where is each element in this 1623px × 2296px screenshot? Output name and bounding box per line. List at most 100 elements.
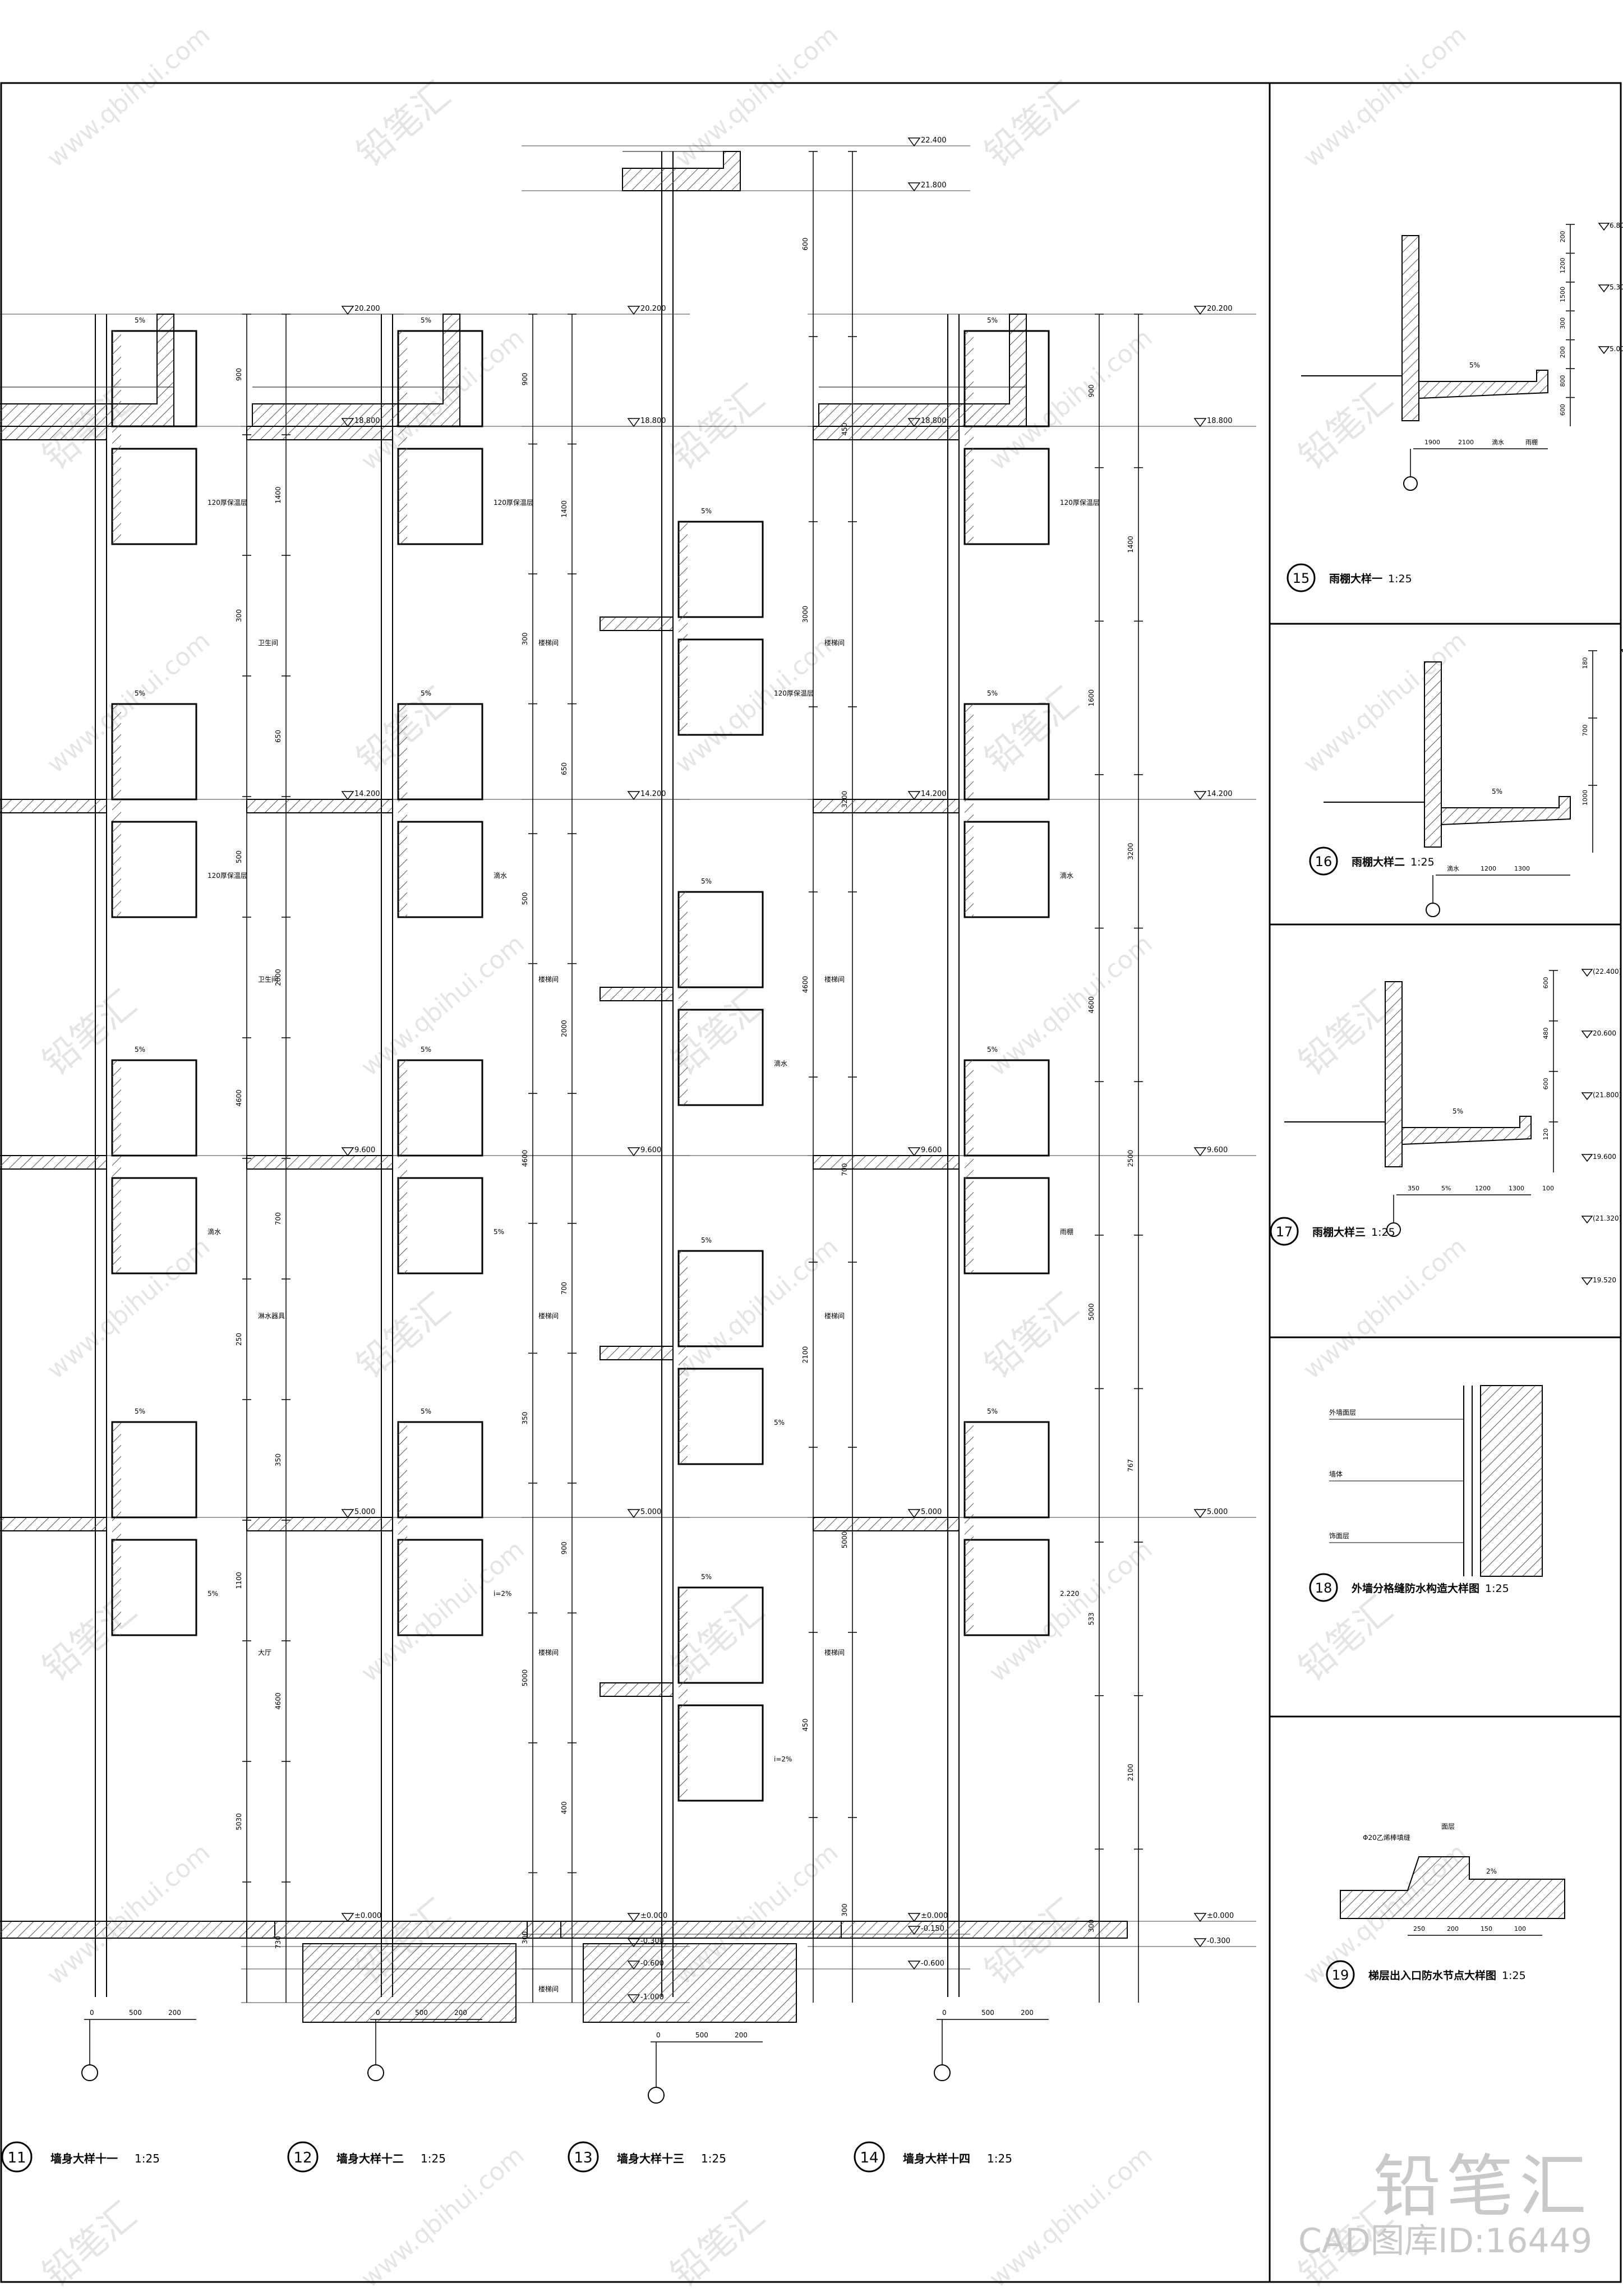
detail-number: 15 [1293,570,1310,586]
level-marker [341,791,354,800]
level-text: 5.000 [1610,345,1623,353]
detail-number-bubble [568,2141,599,2173]
window-head-box [397,1421,483,1519]
detail-title: 雨棚大样三 [1312,1226,1366,1239]
level-marker [1193,306,1207,315]
floor-slab [813,1517,960,1531]
watermark-text: 铅笔汇 [349,74,459,175]
dimension-text: 900 [235,368,243,381]
floor-slab [600,1682,674,1697]
insulation-hatch [398,1060,407,1273]
insulation-hatch [965,1422,974,1635]
detail-number-bubble [854,2141,885,2173]
room-label: 大厅 [258,1649,271,1657]
watermark-text: www.qbihui.com [984,1535,1158,1688]
watermark-text: www.qbihui.com [42,1838,215,1991]
dimension-text: 5030 [235,1813,243,1830]
dimension-text: 200 [168,2009,181,2017]
dimension-text: 5000 [521,1669,529,1687]
dimension-text: 1900 [1424,439,1440,446]
detail-title: 梯层出入口防水节点大样图 [1368,1969,1496,1982]
dimension-text: 200 [735,2031,748,2039]
dimension-text: 滴水 [1447,864,1459,872]
ground-slab [246,1921,561,1939]
dimension-text: 120 [1542,1129,1550,1140]
level-text: 21.800 [921,181,947,190]
window-sill-box [111,821,197,918]
watermark-text: www.qbihui.com [1298,21,1472,173]
level-marker [1581,1030,1593,1039]
ground-slab [0,1921,275,1939]
dimension-text: 400 [560,1801,568,1814]
level-text: 20.200 [640,305,666,313]
window-sill-box [963,821,1050,918]
note-label: 2.220 [1060,1590,1079,1598]
dimension-text: 1200 [1475,1185,1491,1192]
dimension-text: 200 [1021,2009,1034,2017]
note-label: 滴水 [494,871,507,880]
level-text: 9.600 [640,1146,661,1154]
wall [1401,235,1419,421]
dimension-text: 600 [1542,1078,1550,1090]
detail-number: 16 [1315,854,1332,869]
watermark-text: 铅笔汇 [349,1286,459,1387]
dimension-text: 1000 [1581,790,1589,806]
level-text: 9.600 [921,1146,942,1154]
slope-label: 5% [1453,1107,1463,1115]
level-marker [1193,1913,1207,1922]
floor-slab [0,799,107,813]
watermark-text: www.qbihui.com [42,21,215,173]
detail-number: 18 [1315,1580,1332,1596]
level-marker [907,1147,921,1157]
dimension-text: 5000 [1087,1303,1095,1320]
level-text: 5.000 [640,1508,661,1516]
level-text: 5.000 [354,1508,375,1516]
window-sill-box [397,821,483,918]
dimension-text: 4600 [801,976,809,993]
dimension-text: 4600 [274,1692,282,1710]
room-label: 楼梯间 [824,1312,845,1320]
level-text: 14.200 [640,790,666,798]
note-label: 120厚保温层 [494,499,533,507]
detail-title: 墙身大样十四 [903,2152,970,2165]
slope-label: 5% [701,1573,712,1581]
window-head-box [677,521,764,618]
detail-scale: 1:25 [987,2152,1012,2165]
detail-scale: 1:25 [1485,1582,1509,1595]
floor-slab [246,426,393,440]
floor-slab [246,799,393,813]
detail-scale: 1:25 [135,2152,160,2165]
axis-bubble [1426,903,1440,917]
dimension-text: 500 [415,2009,428,2017]
dimension-text: 350 [274,1453,282,1466]
note-label: Φ20乙烯棒填缝 [1363,1833,1410,1842]
floor-slab [246,1155,393,1170]
dimension-text: 500 [235,850,243,863]
floor-slab [600,616,674,631]
slope-label: 5% [987,1407,998,1415]
dimension-text: 500 [129,2009,142,2017]
level-text: 22.400 [921,136,947,145]
level-marker [627,418,640,427]
room-label: 淋水器具 [258,1312,285,1320]
level-text: 9.600 [354,1146,375,1154]
floor-slab [246,1517,393,1531]
sheet-border [0,82,1622,2283]
level-text: 18.800 [640,417,666,425]
level-text: ±0.000 [921,1912,948,1920]
dimension-text: 900 [560,1542,568,1554]
note-label: 120厚保温层 [1060,499,1100,507]
dimension-text: 800 [1559,375,1566,387]
detail-number-bubble [1326,1960,1355,1989]
level-marker [1193,791,1207,800]
note-label: 滴水 [774,1059,787,1068]
dimension-text: 900 [521,372,529,385]
watermark-text: www.qbihui.com [42,627,215,779]
level-text: -0.600 [921,1959,944,1968]
dimension-text: 600 [1542,977,1550,989]
dimension-text: 150 [1481,1925,1492,1932]
